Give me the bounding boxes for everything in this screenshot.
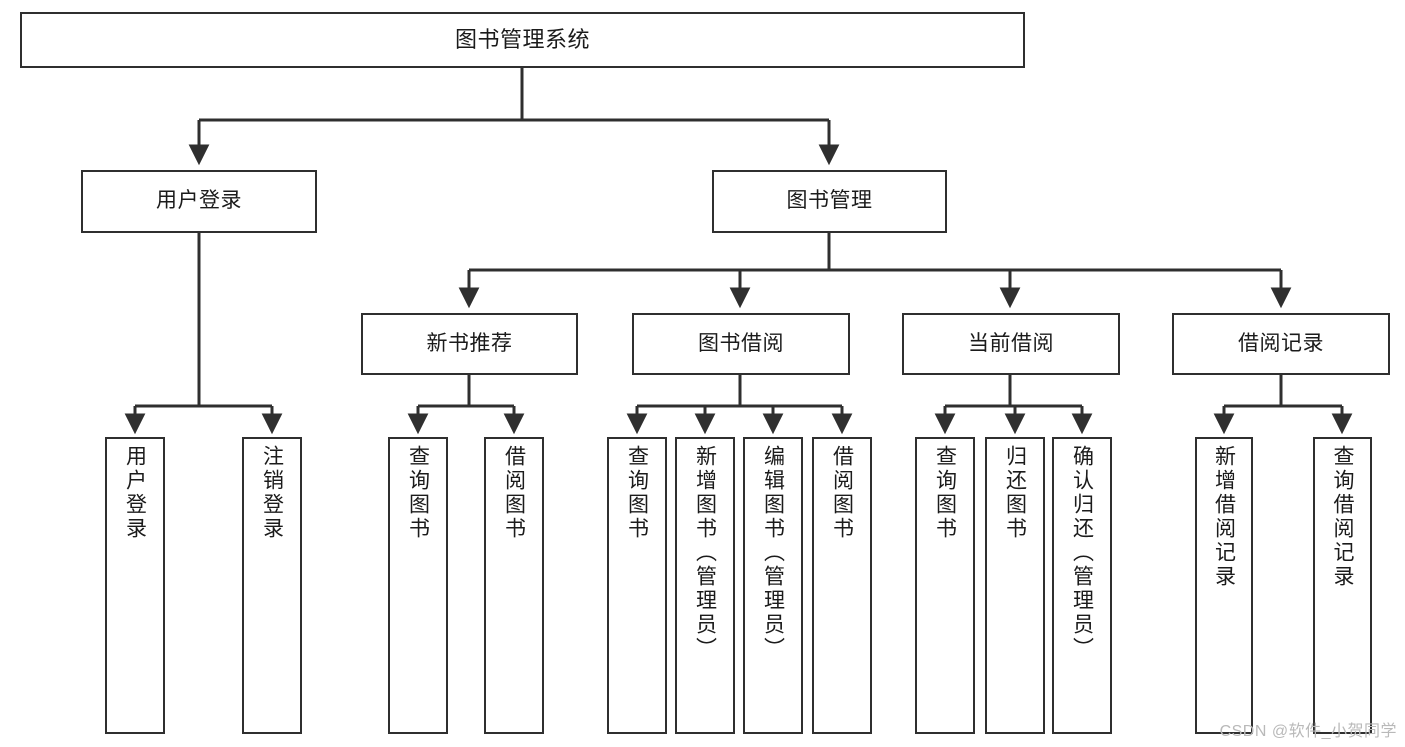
node-leaf-borrow-book-2-label: 借阅图书 (830, 445, 854, 541)
node-leaf-query-book-3[interactable]: 查询图书 (915, 437, 975, 734)
node-leaf-user-logout[interactable]: 注销登录 (242, 437, 302, 734)
node-leaf-return-book-label: 归还图书 (1003, 445, 1027, 541)
node-borrow-record[interactable]: 借阅记录 (1172, 313, 1390, 375)
node-leaf-edit-book[interactable]: 编辑图书（管理员） (743, 437, 803, 734)
node-leaf-borrow-book-1[interactable]: 借阅图书 (484, 437, 544, 734)
node-leaf-query-book-1[interactable]: 查询图书 (388, 437, 448, 734)
node-leaf-user-login-label: 用户登录 (123, 445, 147, 541)
node-leaf-confirm-return[interactable]: 确认归还（管理员） (1052, 437, 1112, 734)
node-leaf-return-book[interactable]: 归还图书 (985, 437, 1045, 734)
node-leaf-confirm-return-label: 确认归还（管理员） (1070, 445, 1094, 661)
node-leaf-add-book-label: 新增图书（管理员） (693, 445, 717, 661)
node-leaf-query-book-2[interactable]: 查询图书 (607, 437, 667, 734)
node-leaf-add-record[interactable]: 新增借阅记录 (1195, 437, 1253, 734)
node-new-book-rec[interactable]: 新书推荐 (361, 313, 578, 375)
node-leaf-query-record[interactable]: 查询借阅记录 (1313, 437, 1372, 734)
node-leaf-edit-book-label: 编辑图书（管理员） (761, 445, 785, 661)
node-new-book-rec-label: 新书推荐 (426, 331, 513, 355)
node-user-login[interactable]: 用户登录 (81, 170, 317, 233)
node-current-borrow-label: 当前借阅 (968, 331, 1054, 355)
node-root[interactable]: 图书管理系统 (20, 12, 1025, 68)
node-leaf-add-book[interactable]: 新增图书（管理员） (675, 437, 735, 734)
csdn-watermark: CSDN @软件_小贺同学 (1219, 723, 1397, 740)
node-book-borrow[interactable]: 图书借阅 (632, 313, 850, 375)
node-leaf-borrow-book-1-label: 借阅图书 (502, 445, 526, 541)
node-current-borrow[interactable]: 当前借阅 (902, 313, 1120, 375)
node-user-login-label: 用户登录 (156, 189, 242, 213)
node-leaf-query-record-label: 查询借阅记录 (1331, 445, 1354, 589)
node-book-mgmt[interactable]: 图书管理 (712, 170, 947, 233)
node-leaf-borrow-book-2[interactable]: 借阅图书 (812, 437, 872, 734)
node-book-borrow-label: 图书借阅 (698, 331, 784, 355)
node-leaf-add-record-label: 新增借阅记录 (1212, 445, 1236, 589)
node-borrow-record-label: 借阅记录 (1238, 331, 1324, 355)
node-book-mgmt-label: 图书管理 (786, 189, 873, 213)
node-leaf-query-book-2-label: 查询图书 (625, 445, 649, 541)
node-root-label: 图书管理系统 (454, 27, 590, 53)
node-leaf-user-logout-label: 注销登录 (260, 445, 284, 541)
node-leaf-query-book-3-label: 查询图书 (933, 445, 957, 541)
node-leaf-query-book-1-label: 查询图书 (406, 445, 430, 541)
node-leaf-user-login[interactable]: 用户登录 (105, 437, 165, 734)
